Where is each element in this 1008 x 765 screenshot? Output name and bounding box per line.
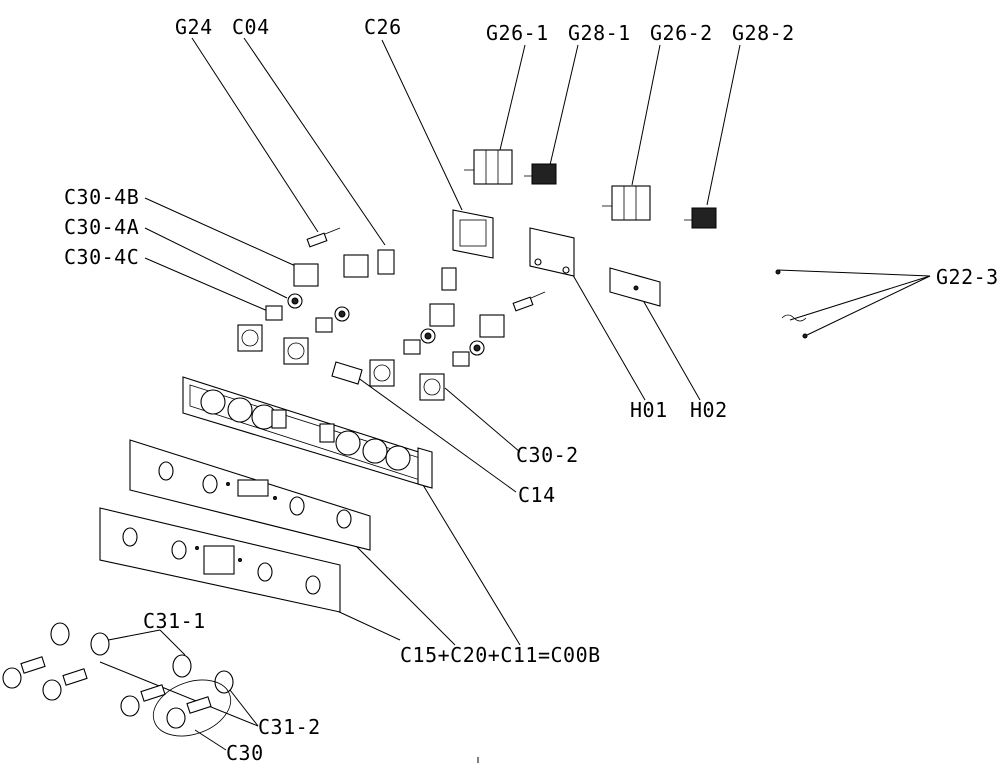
label-g24: G24: [175, 15, 213, 39]
label-c15-c20-c11-c00b: C15+C20+C11=C00B: [400, 643, 601, 667]
selector-switch-g26-2: [602, 185, 651, 221]
callout-labels: G24 C04 C26 G26-1 G28-1 G26-2 G28-2 C30-…: [64, 15, 999, 765]
label-c31-2: C31-2: [258, 715, 321, 739]
label-plate-c14: [331, 361, 363, 385]
label-c30-4b: C30-4B: [64, 185, 139, 209]
fascia-panel-lower: [99, 507, 341, 613]
switch-housings: [237, 254, 505, 401]
control-panel-frame: [182, 376, 433, 489]
label-c30-4c: C30-4C: [64, 245, 139, 269]
ignition-lead-g24: [306, 227, 341, 248]
label-c14: C14: [518, 483, 556, 507]
ignition-lead-2: [512, 291, 546, 312]
label-h02: H02: [690, 398, 728, 422]
label-g28-1: G28-1: [568, 21, 631, 45]
pcb-h01: [529, 227, 575, 277]
label-c31-1: C31-1: [143, 609, 206, 633]
label-c30: C30: [226, 741, 264, 765]
fascia-panel-upper: [129, 439, 371, 551]
pcb-h02: [609, 267, 661, 307]
label-c26: C26: [364, 15, 402, 39]
label-g26-1: G26-1: [486, 21, 549, 45]
selector-switch-g26-1: [464, 149, 513, 185]
thermostat-g28-1: [524, 163, 557, 185]
label-g22-3: G22-3: [936, 265, 999, 289]
bracket-c04: [377, 249, 457, 291]
label-c30-4a: C30-4A: [64, 215, 139, 239]
label-c30-2: C30-2: [516, 443, 579, 467]
timer-unit-c26: [452, 209, 494, 259]
label-c04: C04: [232, 15, 270, 39]
thermostat-g28-2: [684, 207, 717, 229]
leader-lines: [97, 37, 931, 763]
screws-g22-3: [775, 269, 808, 339]
label-h01: H01: [630, 398, 668, 422]
label-g26-2: G26-2: [650, 21, 713, 45]
label-g28-2: G28-2: [732, 21, 795, 45]
control-knobs: [2, 622, 234, 737]
